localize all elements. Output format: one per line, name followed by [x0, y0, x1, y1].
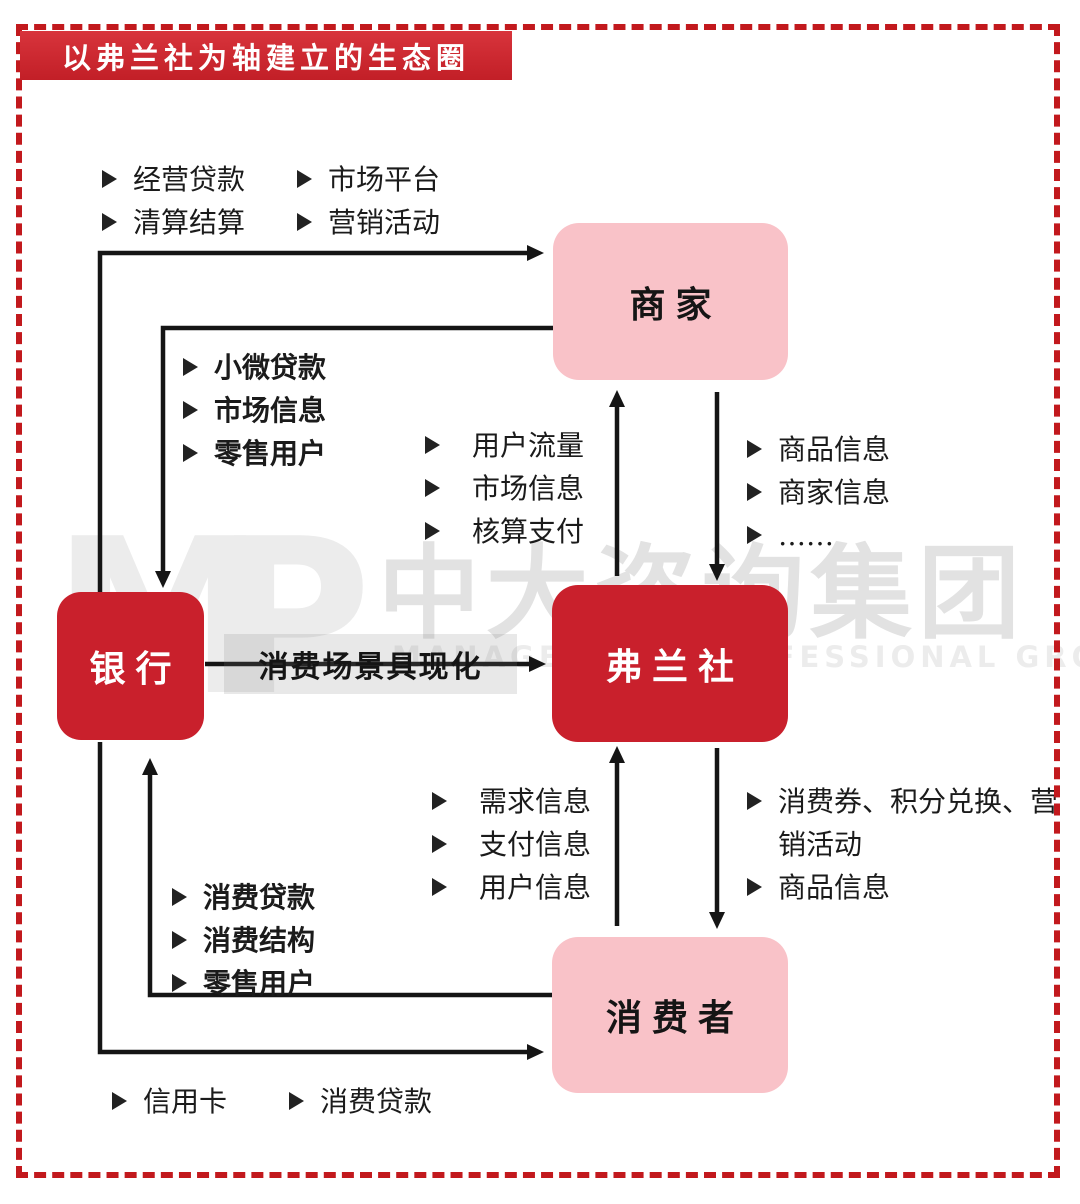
arrow-bullet-icon: [297, 170, 313, 188]
labels-fulanshe-to-merchants: 用户流量 市场信息 核算支付: [425, 424, 584, 553]
arrow-bullet-icon: [102, 170, 117, 188]
page-title: 以弗兰社为轴建立的生态圈: [61, 40, 470, 75]
arrow-bullet-icon: [425, 436, 440, 454]
arrow-bullet-icon: [425, 522, 440, 540]
list-item: 市场信息: [183, 389, 326, 432]
arrow-bullet-icon: [172, 931, 187, 949]
node-merchants: 商家: [553, 223, 788, 380]
list-item: 清算结算: [102, 201, 245, 244]
node-fulanshe: 弗兰社: [552, 585, 788, 742]
list-item: 营销活动: [297, 201, 440, 244]
list-item: 商家信息: [747, 471, 890, 514]
arrow-bullet-icon: [747, 440, 762, 458]
list-item: 零售用户: [172, 962, 315, 1005]
arrow-bullet-icon: [102, 213, 117, 231]
labels-merchants-to-fulanshe: 商品信息 商家信息 ……: [747, 428, 890, 557]
list-item: 用户流量: [425, 424, 584, 467]
arrow-bullet-icon: [432, 835, 447, 853]
list-item: 零售用户: [183, 432, 326, 475]
labels-merchants-to-bank: 小微贷款 市场信息 零售用户: [183, 346, 326, 475]
list-item: 经营贷款: [102, 158, 245, 201]
arrow-bullet-icon: [432, 878, 447, 896]
list-item: 核算支付: [425, 510, 584, 553]
list-item: 消费券、积分兑换、营销活动: [747, 780, 1078, 866]
list-item: 需求信息: [432, 780, 591, 823]
node-bank: 银行: [57, 592, 204, 740]
list-item: 市场信息: [425, 467, 584, 510]
connector-consumption-scenario: 消费场景具现化: [224, 634, 517, 694]
list-item: 用户信息: [432, 866, 591, 909]
list-item: 消费贷款: [172, 876, 315, 919]
arrow-bank-to-merchants: [97, 245, 544, 592]
list-item: 小微贷款: [183, 346, 326, 389]
arrow-bullet-icon: [747, 792, 762, 810]
list-item: ……: [747, 514, 890, 557]
arrow-bullet-icon: [112, 1092, 127, 1110]
labels-consumers-to-bank: 消费贷款 消费结构 零售用户: [172, 876, 315, 1005]
list-item: 市场平台: [297, 158, 440, 201]
list-item: 支付信息: [432, 823, 591, 866]
labels-consumers-to-fulanshe: 需求信息 支付信息 用户信息: [432, 780, 591, 909]
arrow-bullet-icon: [297, 213, 313, 231]
arrow-bullet-icon: [183, 444, 198, 462]
arrow-bullet-icon: [747, 483, 762, 501]
labels-bank-to-merchants: 经营贷款 清算结算 市场平台 营销活动: [102, 158, 440, 244]
arrow-bullet-icon: [172, 888, 187, 906]
arrow-consumers-to-bank: [142, 758, 556, 998]
arrow-bullet-icon: [183, 401, 198, 419]
node-consumers: 消费者: [552, 937, 788, 1093]
labels-bank-to-consumers: 信用卡 消费贷款: [112, 1080, 432, 1123]
arrow-bullet-icon: [183, 358, 198, 376]
labels-fulanshe-to-consumers: 消费券、积分兑换、营销活动 商品信息: [747, 780, 1078, 909]
list-item: 信用卡: [112, 1080, 227, 1123]
arrow-merchants-to-bank: [155, 325, 556, 588]
arrow-bullet-icon: [172, 974, 187, 992]
arrow-bank-to-consumers: [97, 742, 544, 1060]
arrow-bullet-icon: [747, 878, 762, 896]
arrow-bullet-icon: [432, 792, 447, 810]
arrow-bullet-icon: [425, 479, 440, 497]
list-item: 消费结构: [172, 919, 315, 962]
arrow-bullet-icon: [289, 1092, 305, 1110]
list-item: 商品信息: [747, 428, 890, 471]
arrow-bullet-icon: [747, 526, 762, 544]
list-item: 消费贷款: [289, 1080, 432, 1123]
list-item: 商品信息: [747, 866, 1078, 909]
title-banner: 以弗兰社为轴建立的生态圈: [20, 31, 512, 80]
